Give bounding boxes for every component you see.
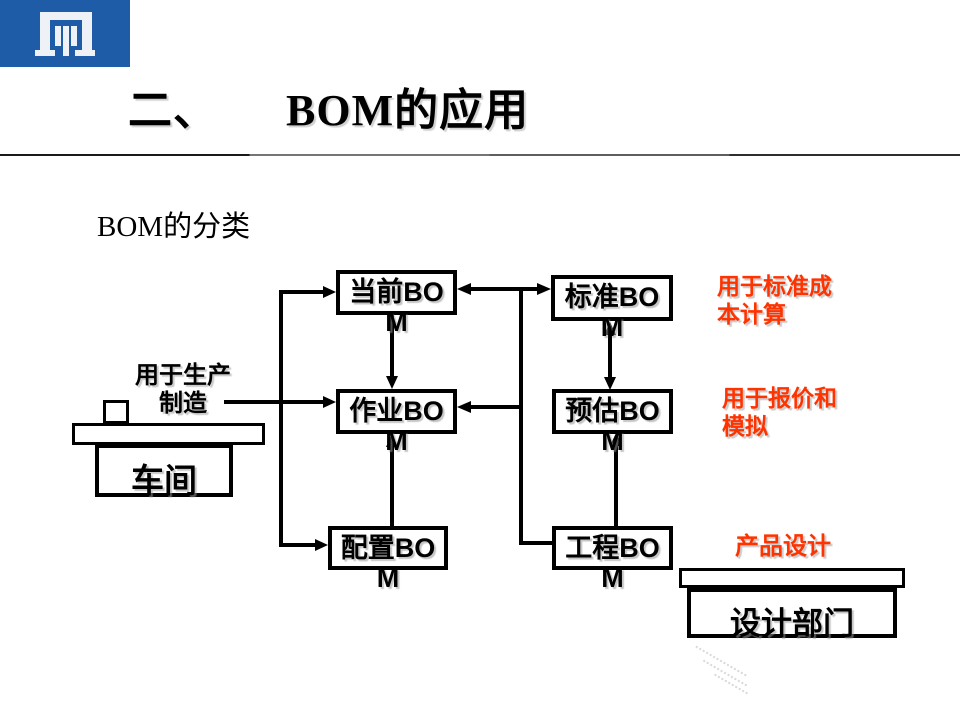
note-quote-simulation: 用于报价和 模拟 — [722, 385, 837, 439]
title-divider — [0, 154, 960, 156]
elbow-engineering-top — [519, 289, 552, 545]
workshop-box: 车间 — [95, 444, 233, 499]
note-production-use: 用于生产 制造 — [135, 362, 231, 417]
logo-gate-pillars-icon — [0, 0, 130, 67]
design-dept-box: 设计部门 — [687, 588, 897, 641]
workshop-roof-bar — [72, 423, 265, 445]
workshop-label: 车间 — [131, 462, 197, 499]
elbow-workshop-trunk — [279, 290, 324, 547]
workshop-chimney — [103, 400, 129, 424]
design-dept-top-bar — [679, 568, 905, 588]
arrowheads — [315, 283, 622, 551]
note-standard-cost: 用于标准成 本计算 — [717, 273, 832, 327]
section-label: BOM的分类 — [97, 211, 251, 243]
design-dept-label: 设计部门 — [730, 606, 854, 641]
slide-title: 二、 BOM的应用 — [128, 86, 530, 135]
note-product-design: 产品设计 — [735, 533, 831, 560]
